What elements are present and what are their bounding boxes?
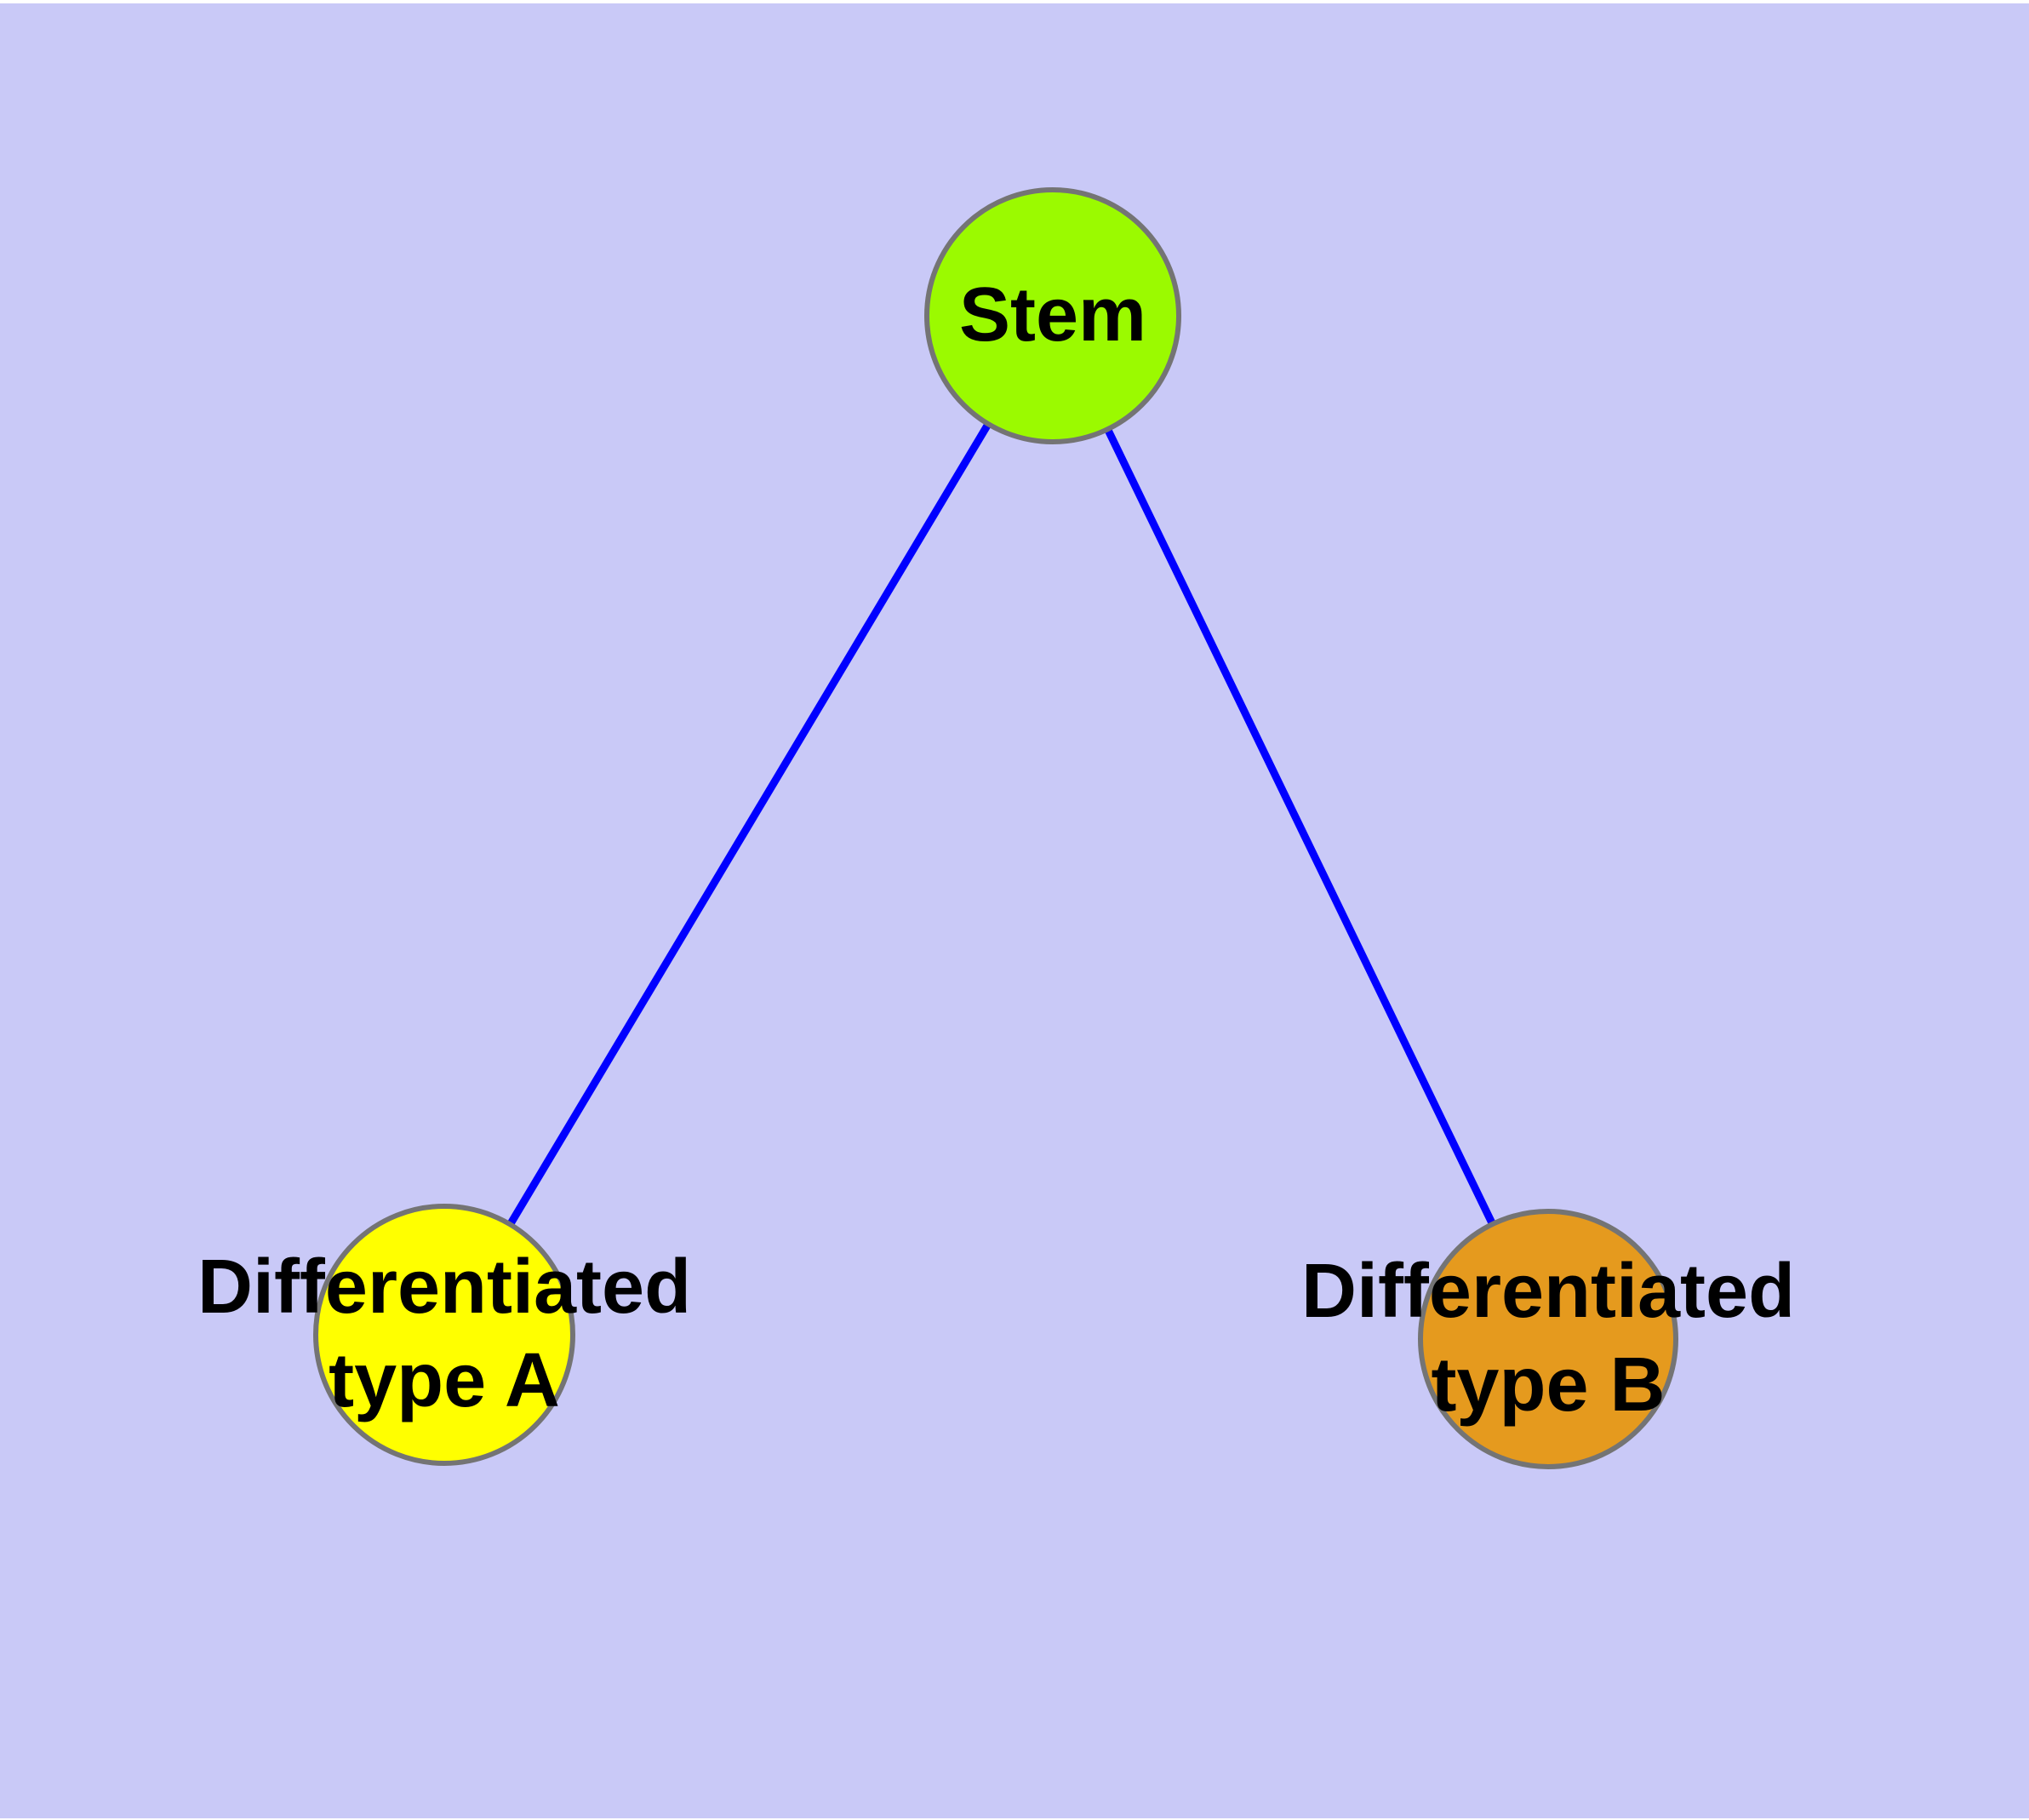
page-edge-bottom	[0, 1818, 2029, 1820]
node-circle-differentiated-type-b[interactable]	[1418, 1209, 1678, 1469]
node-circle-differentiated-type-a[interactable]	[313, 1204, 575, 1466]
edge-stem-to-differentiated-type-a[interactable]	[441, 313, 1056, 1337]
page-edge-top	[0, 0, 2029, 3]
edge-stem-to-differentiated-type-b[interactable]	[1049, 314, 1552, 1341]
node-circle-stem[interactable]	[924, 187, 1181, 444]
